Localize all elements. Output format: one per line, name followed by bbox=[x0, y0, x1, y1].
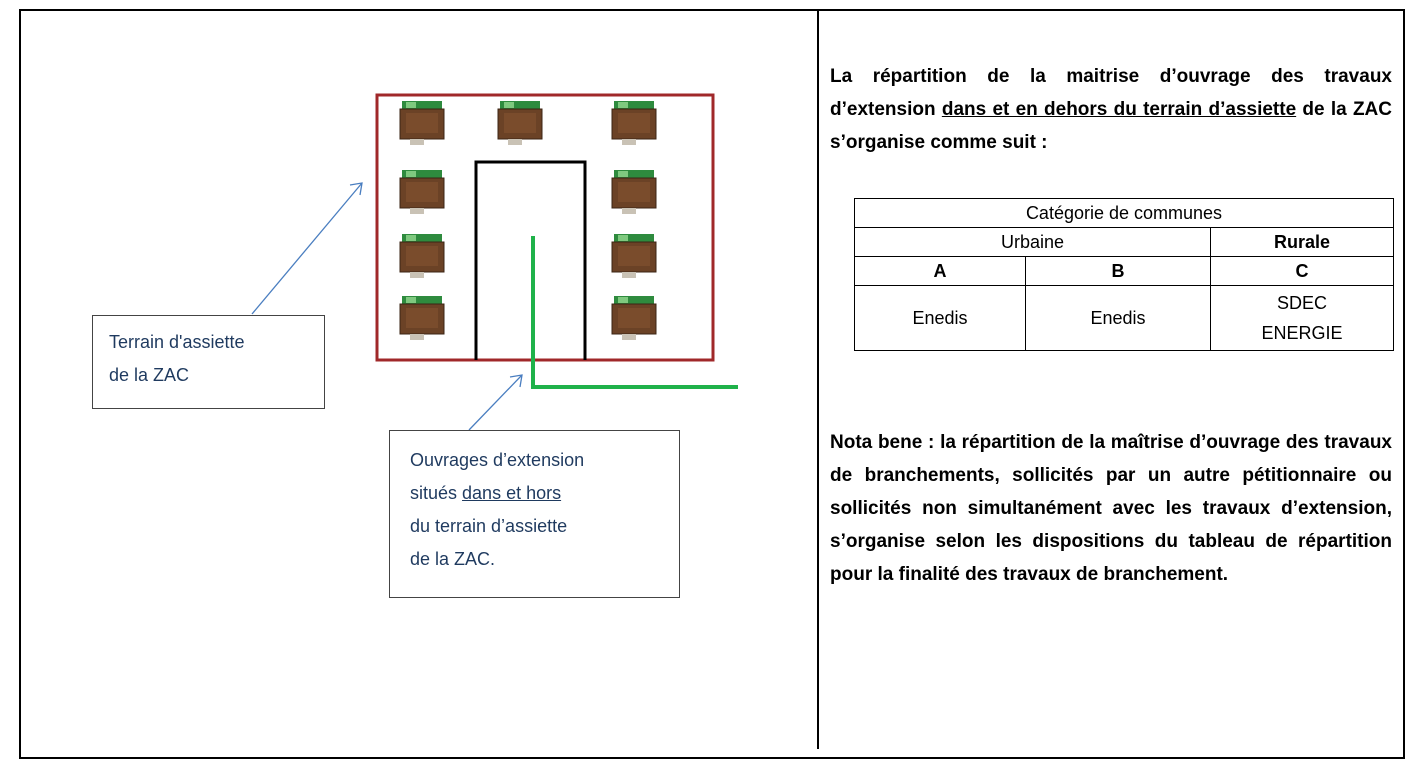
callout-ouvrages-line4: de la ZAC. bbox=[410, 549, 496, 569]
arrowhead-icon bbox=[509, 374, 523, 388]
intro-paragraph: La répartition de la maitrise d’ouvrage … bbox=[830, 60, 1392, 159]
callout-terrain: Terrain d'assiette de la ZAC bbox=[92, 315, 325, 409]
intro-underlined: dans et en dehors du terrain d’assiette bbox=[941, 99, 1297, 120]
category-table: Catégorie de communes Urbaine Rurale A B… bbox=[854, 198, 1394, 351]
callout-ouvrages: Ouvrages d’extension situés dans et hors… bbox=[389, 430, 680, 598]
value-a: Enedis bbox=[854, 285, 1026, 351]
house-icon bbox=[399, 233, 445, 279]
arrowhead-icon bbox=[349, 182, 363, 196]
zac-boundary bbox=[375, 93, 715, 362]
extension-line bbox=[531, 236, 738, 389]
callout-ouvrages-line1: Ouvrages d’extension bbox=[410, 450, 585, 470]
group-urbaine: Urbaine bbox=[854, 227, 1211, 257]
intro-part2: de la ZAC s’organise comme suit : bbox=[830, 99, 1392, 153]
callout-ouvrages-line2: situés dans et hors bbox=[410, 477, 659, 510]
zac-diagram bbox=[251, 93, 738, 431]
arrow-ouvrages bbox=[468, 374, 523, 431]
house-icon bbox=[399, 100, 445, 146]
house-icon bbox=[611, 233, 657, 279]
nota-bene-paragraph: Nota bene : la répartition de la maîtris… bbox=[830, 432, 1392, 585]
house-icon bbox=[611, 100, 657, 146]
callout-terrain-line1: Terrain d'assiette bbox=[109, 332, 245, 352]
house-icon bbox=[611, 169, 657, 215]
column-a: A bbox=[854, 256, 1026, 286]
table-header: Catégorie de communes bbox=[854, 198, 1394, 228]
value-c: SDEC ENERGIE bbox=[1210, 285, 1394, 351]
intro-part1: La répartition de la maitrise d’ouvrage … bbox=[830, 66, 1392, 120]
house-icon bbox=[611, 295, 657, 341]
value-b: Enedis bbox=[1025, 285, 1211, 351]
road-outline bbox=[474, 160, 587, 360]
group-rurale: Rurale bbox=[1210, 227, 1394, 257]
callout-ouvrages-line2-pre: situés bbox=[410, 483, 463, 503]
callout-terrain-line2: de la ZAC bbox=[109, 365, 190, 385]
house-icon bbox=[399, 295, 445, 341]
callout-ouvrages-underlined: dans et hors bbox=[462, 483, 562, 503]
house-icon bbox=[399, 169, 445, 215]
callout-ouvrages-line3: du terrain d’assiette bbox=[410, 516, 568, 536]
house-icon bbox=[497, 100, 543, 146]
column-c: C bbox=[1210, 256, 1394, 286]
arrow-terrain bbox=[251, 182, 363, 315]
column-divider bbox=[817, 9, 819, 749]
column-b: B bbox=[1025, 256, 1211, 286]
